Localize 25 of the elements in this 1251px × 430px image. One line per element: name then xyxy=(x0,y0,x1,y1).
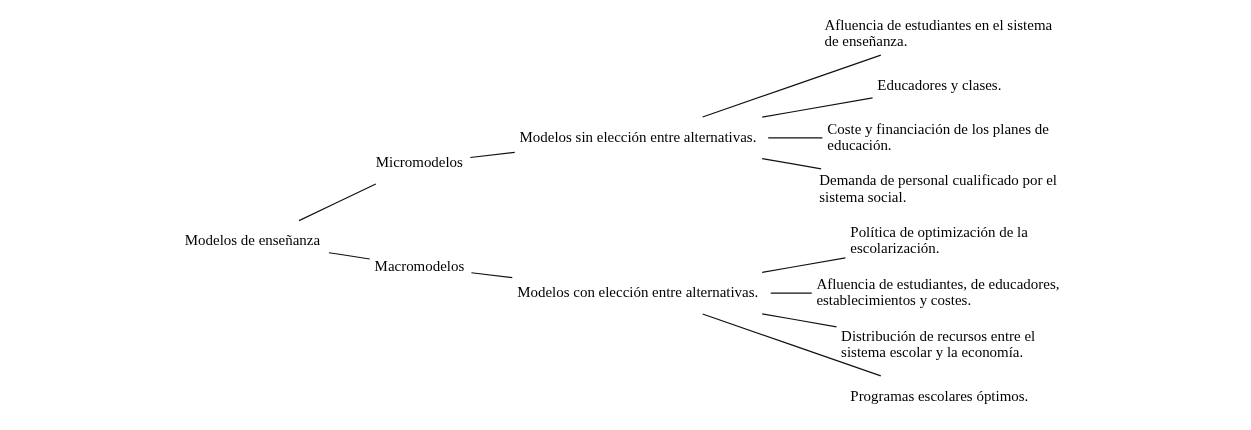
connector xyxy=(761,157,822,169)
connector xyxy=(327,251,370,260)
node-text: Macromodelos xyxy=(374,257,464,274)
node-text: Modelos sin elección entre alternativas. xyxy=(519,128,756,145)
connector xyxy=(767,136,823,138)
connector xyxy=(701,312,881,376)
connector xyxy=(701,54,881,118)
node-text: Demanda de personal cualificado por el sistema social. xyxy=(818,171,1057,205)
node-text: Afluencia de estudiantes en el sistema de enseñanza. xyxy=(823,16,1052,49)
node-text: Educadores y clases. xyxy=(876,76,1001,93)
connector xyxy=(761,256,846,273)
connector xyxy=(761,312,837,327)
node-text: Distribución de recursos entre el sistema escolar y la economía. xyxy=(840,327,1035,360)
node-text: Afluencia de estudiantes, de educadores, establecimientos y costes. xyxy=(815,275,1059,308)
node-text: Micromodelos xyxy=(375,153,463,170)
node-text: Modelos de enseñanza xyxy=(184,231,320,248)
node-text: Coste y financiación de los planes de educación. xyxy=(826,120,1049,153)
connector xyxy=(469,151,515,158)
connector xyxy=(769,292,812,294)
connector xyxy=(470,271,513,278)
node-text: Modelos con elección entre alternativas. xyxy=(516,283,758,300)
node-text: Política de optimización de la escolarización. xyxy=(849,223,1028,256)
connector xyxy=(761,96,873,118)
connector xyxy=(298,182,376,221)
node-text: Programas escolares óptimos. xyxy=(849,387,1028,404)
